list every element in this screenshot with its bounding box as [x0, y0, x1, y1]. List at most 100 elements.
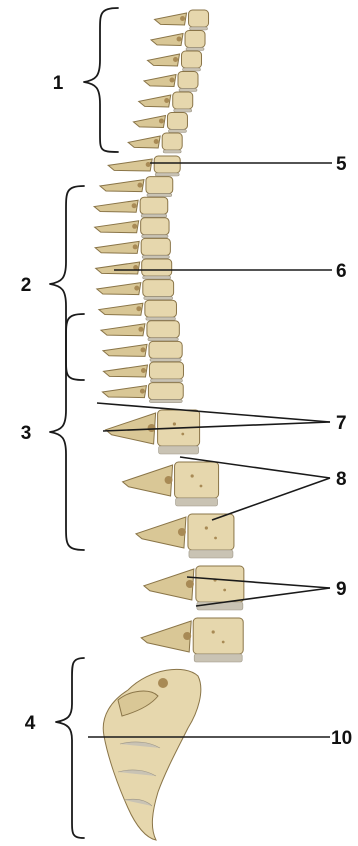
intervertebral-disc — [159, 446, 199, 454]
intervertebral-disc — [168, 130, 186, 133]
thoracic-vertebral-body — [148, 383, 183, 400]
region-label-3: 3 — [21, 423, 32, 444]
intervertebral-disc — [155, 173, 179, 176]
intervertebral-disc — [183, 68, 201, 71]
intervertebral-foramen — [136, 306, 141, 311]
intervertebral-foramen — [141, 368, 146, 373]
leader-7a — [97, 403, 330, 422]
intervertebral-disc — [148, 338, 178, 341]
thoracic-vertebra-process — [97, 283, 141, 295]
bone-texture-dot — [222, 641, 225, 644]
thoracic-vertebra-process — [99, 303, 143, 315]
intervertebral-foramen — [170, 78, 175, 83]
intervertebral-disc — [189, 550, 233, 558]
thoracic-vertebra-process — [103, 365, 147, 377]
thoracic-vertebra-process — [96, 262, 140, 274]
thoracic-vertebra-process — [100, 180, 144, 192]
thoracic-vertebra-process — [103, 344, 147, 356]
intervertebral-disc — [163, 150, 181, 153]
intervertebral-foramen — [140, 347, 145, 352]
region-label-2: 2 — [21, 275, 32, 296]
intervertebral-disc — [190, 27, 208, 30]
intervertebral-foramen — [146, 162, 151, 167]
intervertebral-foramen — [180, 16, 185, 21]
thoracic-vertebral-body — [146, 177, 173, 194]
intervertebral-disc — [174, 109, 192, 112]
thoracic-vertebra-process — [108, 159, 152, 171]
cervical-vertebral-body — [182, 51, 202, 68]
intervertebral-disc — [176, 498, 218, 506]
callout-label-9: 9 — [336, 579, 347, 600]
thoracic-vertebral-body — [154, 156, 180, 173]
cervical-vertebral-body — [189, 10, 209, 27]
thoracic-vertebral-body — [149, 362, 183, 379]
intervertebral-foramen — [186, 580, 194, 588]
intervertebral-foramen — [138, 327, 143, 332]
callout-label-10: 10 — [331, 728, 352, 749]
intervertebral-foramen — [137, 183, 142, 188]
intervertebral-disc — [150, 379, 182, 382]
bone-texture-dot — [205, 526, 208, 529]
thoracic-vertebral-body — [141, 218, 169, 235]
cervical-vertebral-body — [178, 72, 198, 89]
thoracic-vertebral-body — [140, 197, 168, 214]
thoracic-vertebra-process — [95, 241, 139, 253]
vertebral-column — [94, 10, 244, 662]
cervical-vertebral-body — [167, 113, 187, 130]
cervical-vertebral-body — [162, 133, 182, 150]
intervertebral-foramen — [178, 528, 186, 536]
lumbar-vertebral-body — [188, 514, 234, 550]
thoracic-vertebral-body — [149, 341, 182, 358]
intervertebral-foramen — [132, 203, 137, 208]
intervertebral-disc — [147, 194, 172, 197]
thoracic-vertebral-body — [145, 300, 177, 317]
bone-texture-dot — [214, 537, 217, 540]
intervertebral-foramen — [148, 424, 156, 432]
bone-texture-dot — [212, 630, 215, 633]
brace-region-3 — [50, 314, 84, 550]
intervertebral-foramen — [164, 98, 169, 103]
thoracic-vertebral-body — [141, 238, 170, 255]
intervertebral-disc — [144, 297, 173, 300]
cervical-vertebral-body — [185, 31, 205, 48]
thoracic-vertebra-process — [94, 200, 138, 212]
callout-label-6: 6 — [336, 261, 347, 282]
lumbar-vertebral-body — [193, 618, 243, 654]
sacrum-coccyx — [103, 669, 201, 840]
lumbar-vertebral-body — [175, 462, 219, 498]
cervical-vertebral-body — [173, 92, 193, 109]
bone-texture-dot — [191, 474, 194, 477]
intervertebral-foramen — [133, 244, 138, 249]
intervertebral-disc — [142, 255, 169, 258]
bone-texture-dot — [181, 433, 184, 436]
intervertebral-foramen — [134, 286, 139, 291]
intervertebral-disc — [149, 400, 182, 403]
region-label-1: 1 — [53, 73, 64, 94]
intervertebral-foramen — [183, 632, 191, 640]
intervertebral-disc — [142, 235, 168, 238]
callout-label-8: 8 — [336, 469, 347, 490]
thoracic-vertebral-body — [143, 280, 174, 297]
intervertebral-disc — [146, 317, 176, 320]
leader-8b — [212, 478, 330, 520]
brace-region-2 — [50, 186, 84, 380]
intervertebral-foramen — [154, 139, 159, 144]
intervertebral-foramen — [140, 389, 145, 394]
bone-texture-dot — [223, 589, 226, 592]
intervertebral-disc — [150, 358, 181, 361]
intervertebral-disc — [143, 276, 171, 279]
intervertebral-disc — [186, 48, 204, 51]
intervertebral-disc — [194, 654, 242, 662]
thoracic-vertebral-body — [147, 321, 179, 338]
brace-region-1 — [84, 8, 118, 152]
brace-region-4 — [56, 658, 84, 838]
intervertebral-disc — [141, 214, 167, 217]
intervertebral-foramen — [159, 119, 164, 124]
lumbar-vertebral-body — [196, 566, 244, 602]
region-label-4: 4 — [25, 713, 36, 734]
thoracic-vertebral-body — [142, 259, 172, 276]
intervertebral-foramen — [173, 57, 178, 62]
bone-texture-dot — [173, 422, 176, 425]
intervertebral-disc — [179, 89, 197, 92]
